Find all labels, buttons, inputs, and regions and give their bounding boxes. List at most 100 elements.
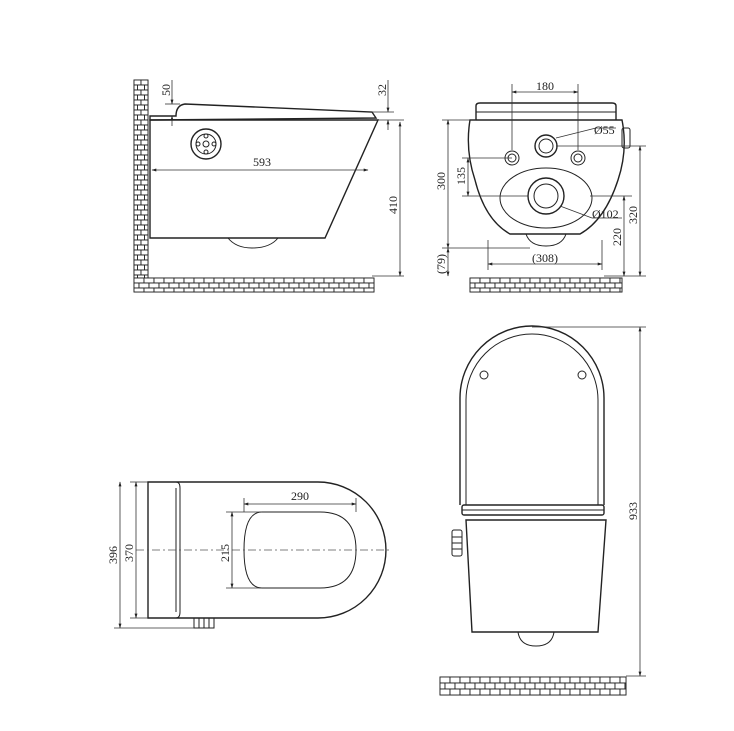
dim-290: 290 — [291, 489, 309, 503]
outlet-ring — [499, 167, 593, 229]
front-outlet — [525, 233, 567, 247]
brick — [158, 282, 170, 289]
brick — [459, 688, 471, 696]
brick — [469, 676, 481, 684]
brick — [137, 144, 145, 151]
brick — [140, 129, 149, 136]
brick — [258, 282, 270, 289]
brick — [363, 287, 375, 293]
brick — [144, 124, 149, 131]
front-open-view: 933 — [439, 325, 646, 696]
brick — [248, 282, 260, 289]
brick — [144, 154, 149, 161]
brick — [133, 209, 142, 216]
brick — [479, 277, 491, 284]
brick — [313, 287, 325, 293]
brick — [140, 119, 149, 126]
brick — [218, 282, 230, 289]
brick — [358, 282, 370, 289]
brick — [338, 282, 350, 289]
dim-79: (79) — [434, 254, 448, 274]
brick — [348, 282, 360, 289]
brick — [579, 676, 591, 684]
brick — [144, 134, 149, 141]
brick — [298, 282, 310, 289]
brick — [509, 688, 521, 696]
brick — [137, 214, 145, 221]
open-view-bowl — [465, 519, 607, 633]
brick — [539, 287, 551, 293]
brick — [589, 287, 601, 293]
dim-396: 396 — [106, 546, 120, 564]
brick — [544, 282, 556, 289]
brick — [188, 282, 200, 289]
brick — [534, 682, 546, 690]
brick — [519, 676, 531, 684]
brick — [484, 682, 496, 690]
brick — [137, 234, 145, 241]
brick — [140, 249, 149, 256]
brick — [133, 89, 142, 96]
brick — [328, 282, 340, 289]
brick — [353, 277, 365, 284]
brick — [173, 277, 185, 284]
brick — [140, 89, 149, 96]
inlet-hole-right — [570, 150, 586, 166]
brick — [163, 287, 175, 293]
brick — [509, 287, 521, 293]
top-view-seat-opening — [243, 511, 357, 589]
brick — [579, 277, 591, 284]
brick — [137, 264, 145, 271]
brick — [137, 194, 145, 201]
brick — [609, 688, 621, 696]
brick — [140, 169, 149, 176]
brick — [173, 287, 185, 293]
brick — [343, 287, 355, 293]
brick — [133, 119, 142, 126]
dim-593: 593 — [253, 155, 271, 169]
brick — [489, 676, 501, 684]
brick — [514, 682, 526, 690]
brick — [278, 282, 290, 289]
brick — [137, 124, 145, 131]
brick — [133, 254, 138, 261]
brick — [133, 104, 138, 111]
brick — [137, 114, 145, 121]
brick — [589, 277, 601, 284]
side-control-knob-icon — [190, 128, 222, 160]
brick — [303, 287, 315, 293]
brick — [133, 194, 138, 201]
front-floor-bricks — [469, 277, 623, 293]
brick — [133, 234, 138, 241]
brick — [323, 277, 335, 284]
brick — [133, 124, 138, 131]
brick — [140, 219, 149, 226]
top-view-tank — [148, 481, 181, 619]
brick — [163, 277, 175, 284]
brick — [213, 277, 225, 284]
brick — [514, 282, 526, 289]
brick — [144, 184, 149, 191]
brick — [529, 277, 541, 284]
brick — [133, 259, 142, 266]
brick — [609, 676, 621, 684]
brick — [559, 676, 571, 684]
brick — [599, 688, 611, 696]
brick — [133, 219, 142, 226]
side-outlet — [227, 237, 279, 249]
brick — [133, 94, 138, 101]
brick — [137, 174, 145, 181]
brick — [474, 682, 486, 690]
brick — [313, 277, 325, 284]
brick — [343, 277, 355, 284]
brick — [454, 682, 466, 690]
brick — [133, 139, 142, 146]
brick — [137, 204, 145, 211]
brick — [554, 282, 566, 289]
side-bowl-body — [149, 119, 380, 239]
brick — [609, 287, 621, 293]
brick — [140, 209, 149, 216]
brick — [494, 282, 506, 289]
brick — [484, 282, 496, 289]
brick — [539, 688, 551, 696]
